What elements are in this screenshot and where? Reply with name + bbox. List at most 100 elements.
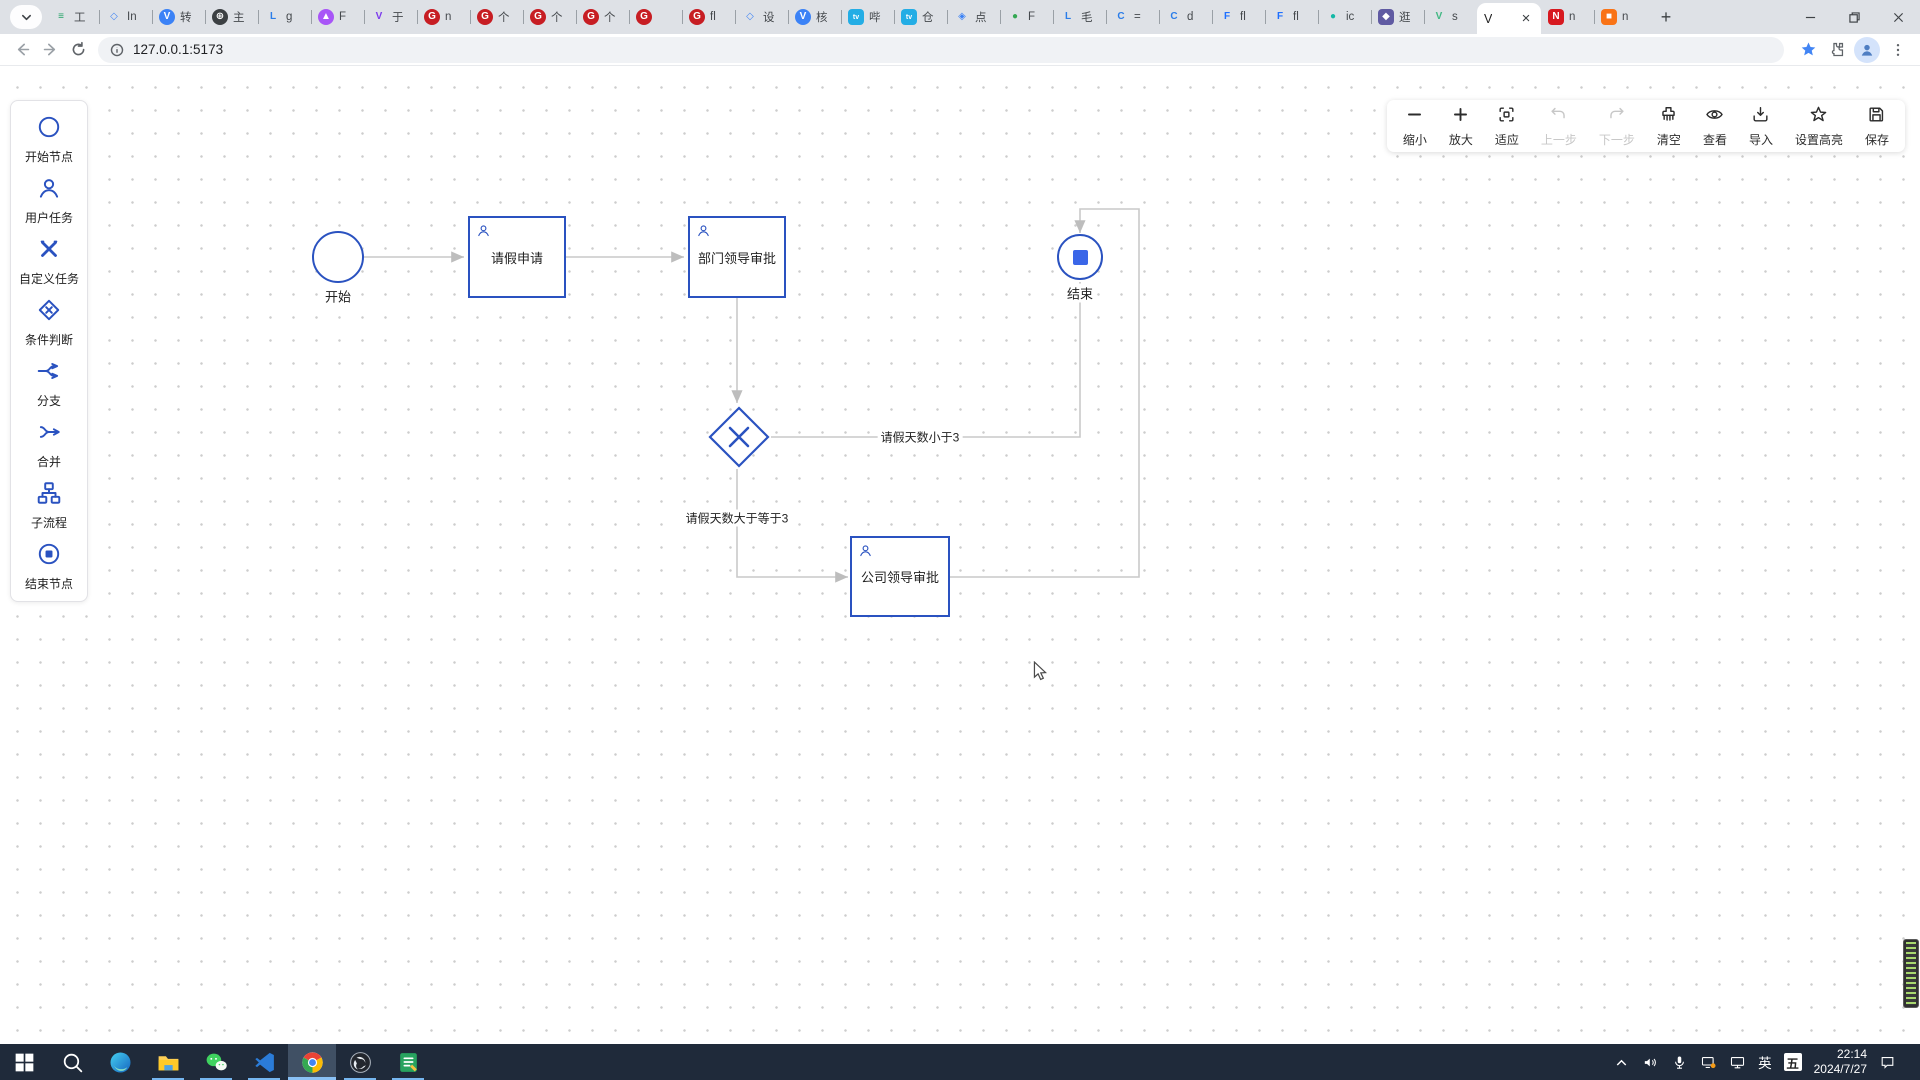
tab-search-button[interactable] <box>10 5 42 29</box>
reload-button[interactable] <box>64 36 92 64</box>
tab[interactable]: ⊕主 <box>205 0 258 34</box>
new-tab-button[interactable]: + <box>1660 6 1672 27</box>
forward-button[interactable] <box>36 36 64 64</box>
taskbar-wps-button[interactable] <box>384 1044 432 1080</box>
taskbar-start-button[interactable] <box>0 1044 48 1080</box>
taskbar-search-button[interactable] <box>48 1044 96 1080</box>
toolbar-zoom-out-button[interactable]: 缩小 <box>1403 105 1427 148</box>
fit-icon <box>1497 105 1516 129</box>
palette-item-结束节点[interactable]: 结束节点 <box>11 536 87 597</box>
tab-title: 个 <box>498 12 510 24</box>
close-window-button[interactable] <box>1876 0 1920 34</box>
flow-node-company[interactable]: 公司领导审批 <box>850 536 950 617</box>
f-logo-icon: F <box>1223 11 1231 22</box>
palette-item-开始节点[interactable]: 开始节点 <box>11 109 87 170</box>
end-icon <box>36 541 62 572</box>
running-indicator <box>200 1077 232 1080</box>
taskbar-wechat-button[interactable] <box>192 1044 240 1080</box>
tab-active[interactable]: V× <box>1477 3 1541 34</box>
reload-icon <box>72 41 84 56</box>
url-bar[interactable]: 127.0.0.1:5173 <box>98 36 1784 63</box>
browser-menu-button[interactable] <box>1884 36 1912 64</box>
tab[interactable]: ◈点 <box>947 0 1000 34</box>
tab[interactable]: ■n <box>1594 0 1647 34</box>
tab[interactable]: G <box>629 0 682 34</box>
node-label-start: 开始 <box>321 286 355 306</box>
ime-mode-indicator[interactable]: 五 <box>1783 1053 1802 1071</box>
site-info-icon[interactable] <box>110 43 124 57</box>
tab[interactable]: ◇设 <box>735 0 788 34</box>
tray-expand-button[interactable] <box>1613 1054 1630 1071</box>
gitee-icon: G <box>636 9 652 25</box>
tab[interactable]: ◇In <box>99 0 152 34</box>
restore-button[interactable] <box>1832 0 1876 34</box>
flow-node-gateway[interactable] <box>707 405 771 469</box>
taskbar-clock[interactable]: 22:14 2024/7/27 <box>1814 1047 1867 1077</box>
minimize-button[interactable] <box>1788 0 1832 34</box>
toolbar-zoom-in-button[interactable]: 放大 <box>1449 105 1473 148</box>
bookmark-star-button[interactable] <box>1794 36 1822 64</box>
toolbar-fit-button[interactable]: 适应 <box>1495 105 1519 148</box>
edge-label: 请假天数小于3 <box>877 428 963 446</box>
taskbar-chrome-button[interactable] <box>288 1044 336 1080</box>
taskbar-obs-button[interactable] <box>336 1044 384 1080</box>
flow-node-apply[interactable]: 请假申请 <box>468 216 566 298</box>
tab-title: 哔 <box>869 12 881 24</box>
flow-node-dept[interactable]: 部门领导审批 <box>688 216 786 298</box>
obs-icon <box>349 1051 371 1073</box>
volume-button[interactable] <box>1642 1054 1659 1071</box>
tab[interactable]: ≡工 <box>46 0 99 34</box>
toolbar-view-button[interactable]: 查看 <box>1703 105 1727 148</box>
taskbar-edge-button[interactable] <box>96 1044 144 1080</box>
flow-node-start[interactable] <box>312 231 364 283</box>
palette-item-子流程[interactable]: 子流程 <box>11 475 87 536</box>
tab-close-button[interactable]: × <box>1521 10 1531 27</box>
extensions-button[interactable] <box>1822 36 1850 64</box>
profile-avatar[interactable] <box>1854 36 1880 63</box>
tab[interactable]: ◆逛 <box>1371 0 1424 34</box>
back-button[interactable] <box>8 36 36 64</box>
screenshare-button[interactable] <box>1700 1054 1717 1071</box>
network-button[interactable] <box>1729 1054 1746 1071</box>
palette-item-自定义任务[interactable]: 自定义任务 <box>11 231 87 292</box>
toolbar-clear-button[interactable]: 清空 <box>1657 105 1681 148</box>
microphone-button[interactable] <box>1671 1054 1688 1071</box>
tab[interactable]: ▲F <box>311 0 364 34</box>
flow-node-end[interactable] <box>1057 234 1103 280</box>
ime-language-indicator[interactable]: 英 <box>1758 1056 1772 1071</box>
tab[interactable]: ●ic <box>1318 0 1371 34</box>
edge-company-end <box>950 208 1140 578</box>
palette-item-分支[interactable]: 分支 <box>11 353 87 414</box>
toolbar-save-button[interactable]: 保存 <box>1865 105 1889 148</box>
toolbar-highlight-button[interactable]: 设置高亮 <box>1795 105 1843 148</box>
taskbar-explorer-button[interactable] <box>144 1044 192 1080</box>
back-icon <box>17 43 29 56</box>
orange-app-icon: ■ <box>1601 9 1617 25</box>
palette-item-用户任务[interactable]: 用户任务 <box>11 170 87 231</box>
tab[interactable]: C= <box>1106 0 1159 34</box>
tab[interactable]: ●F <box>1000 0 1053 34</box>
taskbar-vscode-button[interactable] <box>240 1044 288 1080</box>
action-center-button[interactable] <box>1879 1054 1896 1071</box>
palette-item-条件判断[interactable]: 条件判断 <box>11 292 87 353</box>
palette-item-合并[interactable]: 合并 <box>11 414 87 475</box>
toolbar-import-button[interactable]: 导入 <box>1749 105 1773 148</box>
